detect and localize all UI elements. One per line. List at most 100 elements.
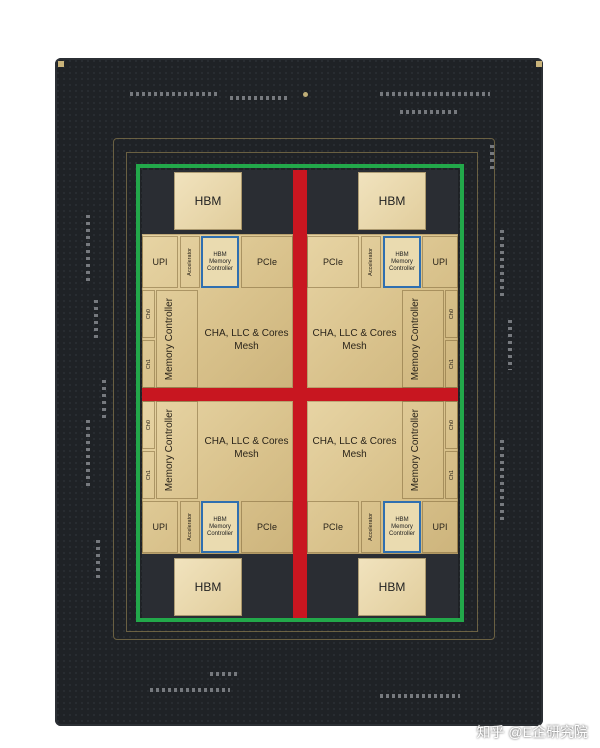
pad-column (86, 215, 90, 285)
channel-ch1: Ch1 (142, 340, 155, 388)
corner-mark (58, 61, 64, 67)
pcie-label: PCIe (256, 522, 277, 532)
fiducial-dot (303, 92, 308, 97)
cha-llc-cores-mesh: CHA, LLC & Cores Mesh (307, 300, 402, 380)
pad-row (380, 694, 460, 698)
pcie-block: PCIe (241, 501, 293, 553)
cha-label: CHA, LLC & Cores Mesh (204, 436, 289, 460)
hbm-label: HBM (194, 580, 222, 594)
cha-label: CHA, LLC & Cores Mesh (312, 328, 397, 352)
upi-block: UPI (142, 501, 178, 553)
pcie-block: PCIe (307, 501, 359, 553)
watermark-text: 知乎 @E企研究院 (476, 724, 588, 740)
hbm-memory-controller: HBM Memory Controller (383, 501, 421, 553)
upi-label: UPI (432, 522, 448, 532)
memory-controller-label: Memory Controller (410, 408, 421, 492)
pad-column (500, 230, 504, 300)
mesh-interconnect-horizontal (142, 388, 458, 401)
hbm-controller-label: HBM Memory Controller (388, 251, 415, 272)
cha-label: CHA, LLC & Cores Mesh (312, 436, 397, 460)
upi-block: UPI (142, 236, 178, 288)
cha-llc-cores-mesh: CHA, LLC & Cores Mesh (307, 408, 402, 488)
upi-label: UPI (152, 522, 168, 532)
memory-controller: Memory Controller (156, 290, 198, 388)
ch1-label: Ch1 (448, 358, 455, 370)
hbm-memory-controller: HBM Memory Controller (201, 501, 239, 553)
accelerator-block: Accelerator (361, 501, 381, 553)
pad-column (94, 300, 98, 340)
compute-tile-top-right (307, 234, 458, 388)
ch1-label: Ch1 (145, 358, 152, 370)
pcie-block: PCIe (241, 236, 293, 288)
memory-controller-label: Memory Controller (410, 297, 421, 381)
hbm-stack-top-right: HBM (358, 172, 426, 230)
corner-mark (536, 61, 542, 67)
upi-label: UPI (432, 257, 448, 267)
pad-column (102, 380, 106, 420)
cha-label: CHA, LLC & Cores Mesh (204, 328, 289, 352)
hbm-stack-bottom-right: HBM (358, 558, 426, 616)
channel-ch1: Ch1 (142, 451, 155, 499)
accelerator-label: Accelerator (368, 513, 374, 541)
memory-controller: Memory Controller (402, 401, 444, 499)
channel-ch0: Ch0 (445, 290, 458, 338)
wechat-icon (456, 726, 475, 741)
accelerator-label: Accelerator (187, 513, 193, 541)
pad-row (150, 688, 230, 692)
channel-ch0: Ch0 (142, 401, 155, 449)
pad-row (380, 92, 490, 96)
die-boundary (136, 164, 464, 622)
pad-column (490, 145, 494, 170)
accelerator-block: Accelerator (180, 236, 200, 288)
hbm-memory-controller: HBM Memory Controller (383, 236, 421, 288)
hbm-stack-bottom-left: HBM (174, 558, 242, 616)
ch1-label: Ch1 (448, 469, 455, 481)
compute-tile-bottom-right (307, 401, 458, 554)
memory-controller: Memory Controller (402, 290, 444, 388)
pad-column (508, 320, 512, 370)
hbm-controller-label: HBM Memory Controller (206, 516, 233, 537)
substrate-trace (126, 152, 478, 632)
pcie-label: PCIe (322, 522, 343, 532)
cha-llc-cores-mesh: CHA, LLC & Cores Mesh (200, 300, 293, 380)
memory-controller: Memory Controller (156, 401, 198, 499)
cha-llc-cores-mesh: CHA, LLC & Cores Mesh (200, 408, 293, 488)
hbm-memory-controller: HBM Memory Controller (201, 236, 239, 288)
memory-controller-label: Memory Controller (164, 408, 175, 492)
pad-column (86, 420, 90, 490)
hbm-controller-label: HBM Memory Controller (388, 516, 415, 537)
ch0-label: Ch0 (145, 419, 152, 431)
channel-ch1: Ch1 (445, 340, 458, 388)
memory-controller-label: Memory Controller (164, 297, 175, 381)
upi-block: UPI (422, 236, 458, 288)
ch0-label: Ch0 (448, 419, 455, 431)
substrate-trace (113, 138, 495, 640)
pad-row (210, 672, 240, 676)
pad-column (500, 440, 504, 520)
pcie-label: PCIe (322, 257, 343, 267)
pad-row (130, 92, 220, 96)
accelerator-block: Accelerator (361, 236, 381, 288)
hbm-label: HBM (378, 194, 406, 208)
accelerator-label: Accelerator (368, 248, 374, 276)
upi-label: UPI (152, 257, 168, 267)
pad-row (400, 110, 460, 114)
channel-ch1: Ch1 (445, 451, 458, 499)
accelerator-label: Accelerator (187, 248, 193, 276)
hbm-label: HBM (194, 194, 222, 208)
ch0-label: Ch0 (448, 308, 455, 320)
channel-ch0: Ch0 (445, 401, 458, 449)
hbm-controller-label: HBM Memory Controller (206, 251, 233, 272)
pcie-label: PCIe (256, 257, 277, 267)
ch0-label: Ch0 (145, 308, 152, 320)
hbm-label: HBM (378, 580, 406, 594)
watermark: 知乎 @E企研究院 (456, 722, 588, 742)
pad-column (96, 540, 100, 580)
channel-ch0: Ch0 (142, 290, 155, 338)
pad-row (230, 96, 290, 100)
upi-block: UPI (422, 501, 458, 553)
hbm-stack-top-left: HBM (174, 172, 242, 230)
pcie-block: PCIe (307, 236, 359, 288)
accelerator-block: Accelerator (180, 501, 200, 553)
ch1-label: Ch1 (145, 469, 152, 481)
